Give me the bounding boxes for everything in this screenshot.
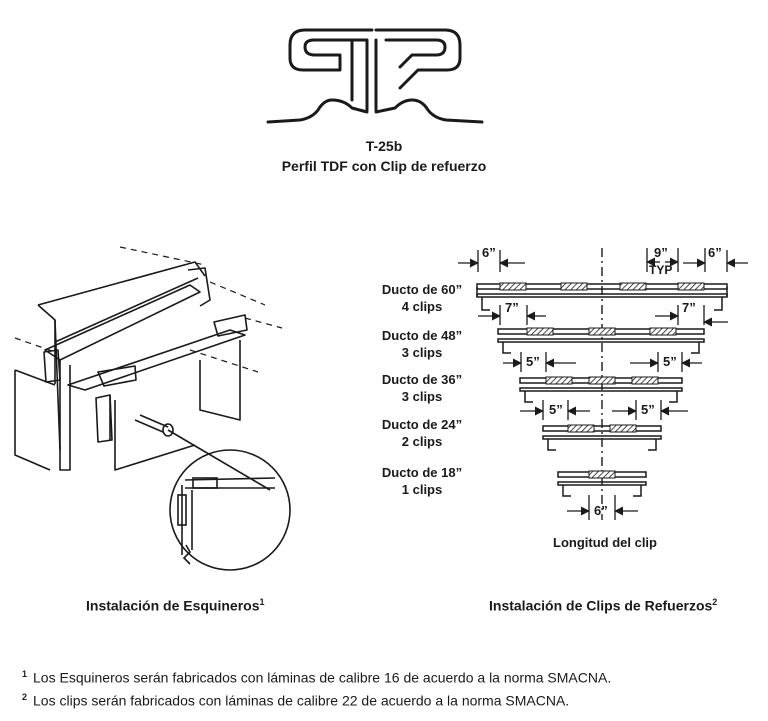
clip-36-2: [588, 376, 616, 385]
clip-length-label: Longitud del clip: [553, 535, 657, 550]
clip-24-2: [609, 424, 637, 433]
clip-60-4: [677, 282, 705, 291]
clips-caption-text: Instalación de Clips de Refuerzos: [489, 597, 713, 614]
dim-36-right: 5”: [663, 354, 677, 369]
clips-caption: Instalación de Clips de Refuerzos2: [489, 597, 717, 614]
duct-48-clips: 3 clips: [401, 345, 443, 360]
dim-48-left: 7”: [505, 300, 519, 315]
dim-60-spacing: 9”: [654, 245, 668, 260]
dim-48-right: 7”: [682, 300, 696, 315]
footnote-1: 1 Los Esquineros serán fabricados con lám…: [22, 669, 611, 686]
duct-18-clips: 1 clips: [401, 482, 443, 497]
duct-48-size: Ducto de 48”: [381, 328, 463, 343]
tdf-profile-drawing: [266, 28, 484, 124]
clip-60-3: [619, 282, 647, 291]
footnote-1-ref: 1: [22, 669, 28, 679]
duct-36-label: Ducto de 36” 3 clips: [367, 371, 477, 405]
duct-24-size: Ducto de 24”: [381, 417, 463, 432]
footnote-2: 2 Los clips serán fabricados con láminas …: [22, 692, 569, 709]
profile-title: Perfil TDF con Clip de refuerzo: [281, 158, 487, 174]
footnote-1-text: Los Esquineros serán fabricados con lámi…: [33, 669, 612, 686]
corners-caption-ref: 1: [259, 597, 265, 607]
footnote-2-text: Los clips serán fabricados con láminas d…: [33, 692, 570, 709]
duct-24-profile: [542, 425, 662, 451]
dim-36-left: 5”: [526, 354, 540, 369]
duct-24-clips: 2 clips: [401, 434, 443, 449]
corners-caption: Instalación de Esquineros1: [86, 597, 265, 614]
duct-60-profile: [476, 283, 728, 311]
duct-36-size: Ducto de 36”: [381, 372, 463, 387]
clip-60-1: [499, 282, 527, 291]
dim-24-left: 5”: [549, 402, 563, 417]
dim-18-clip-length: 6”: [594, 503, 608, 518]
clip-36-1: [545, 376, 573, 385]
dim-60-right: 6”: [708, 245, 722, 260]
duct-24-label: Ducto de 24” 2 clips: [367, 416, 477, 450]
dim-24-right: 5”: [641, 402, 655, 417]
duct-48-label: Ducto de 48” 3 clips: [367, 327, 477, 361]
clip-48-1: [526, 327, 554, 336]
clip-24-1: [567, 424, 595, 433]
clip-48-2: [588, 327, 616, 336]
profile-code: T-25b: [365, 138, 403, 154]
clip-48-3: [649, 327, 677, 336]
duct-18-label: Ducto de 18” 1 clips: [367, 464, 477, 498]
dim-60-typ: TYP: [649, 263, 673, 277]
clip-36-3: [631, 376, 659, 385]
duct-60-size: Ducto de 60”: [381, 282, 463, 297]
duct-60-clips: 4 clips: [401, 299, 443, 314]
clip-60-2: [560, 282, 588, 291]
footnote-2-ref: 2: [22, 692, 28, 702]
clips-caption-ref: 2: [712, 597, 718, 607]
duct-18-size: Ducto de 18”: [381, 465, 463, 480]
duct-60-label: Ducto de 60” 4 clips: [367, 281, 477, 315]
corners-caption-text: Instalación de Esquineros: [86, 597, 260, 614]
dim-60-left: 6”: [482, 245, 496, 260]
duct-36-clips: 3 clips: [401, 389, 443, 404]
clip-18-1: [588, 470, 616, 479]
